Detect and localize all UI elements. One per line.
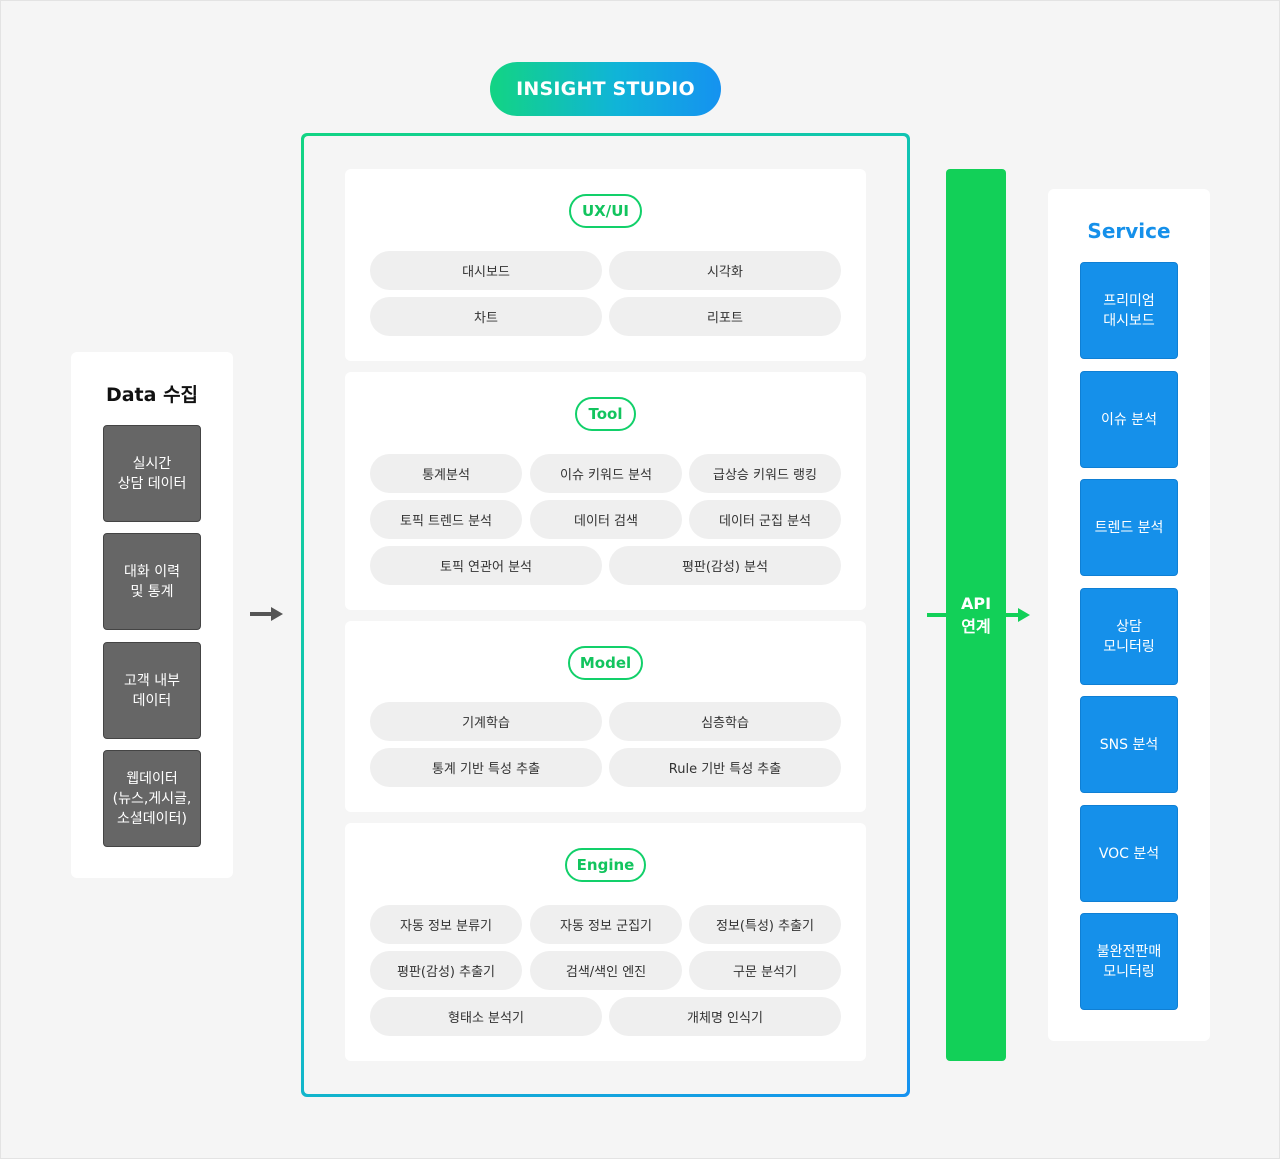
section-title-engine: Engine bbox=[565, 848, 646, 882]
service-consult-monitoring: 상담 모니터링 bbox=[1080, 588, 1178, 685]
section-ux-ui: UX/UI 대시보드 시각화 차트 리포트 bbox=[345, 169, 866, 361]
chip-topic-related: 토픽 연관어 분석 bbox=[370, 546, 602, 585]
chip-morph-analyzer: 형태소 분석기 bbox=[370, 997, 602, 1036]
chip-sentiment: 평판(감성) 분석 bbox=[609, 546, 841, 585]
chip-auto-clusterer: 자동 정보 군집기 bbox=[530, 905, 682, 944]
chip-dashboard: 대시보드 bbox=[370, 251, 602, 290]
chip-issue-keyword: 이슈 키워드 분석 bbox=[530, 454, 682, 493]
data-source-web: 웹데이터 (뉴스,게시글, 소셜데이터) bbox=[103, 750, 201, 847]
service-sns-analysis: SNS 분석 bbox=[1080, 696, 1178, 793]
insight-studio-title: INSIGHT STUDIO bbox=[490, 62, 721, 116]
chip-ner: 개체명 인식기 bbox=[609, 997, 841, 1036]
chip-visualization: 시각화 bbox=[609, 251, 841, 290]
service-voc-analysis: VOC 분석 bbox=[1080, 805, 1178, 902]
chip-report: 리포트 bbox=[609, 297, 841, 336]
service-title: Service bbox=[1087, 219, 1171, 243]
service-premium-dashboard: 프리미엄 대시보드 bbox=[1080, 262, 1178, 359]
section-model: Model 기계학습 심층학습 통계 기반 특성 추출 Rule 기반 특성 추… bbox=[345, 621, 866, 812]
chip-feature-extractor: 정보(특성) 추출기 bbox=[689, 905, 841, 944]
chip-data-cluster: 데이터 군집 분석 bbox=[689, 500, 841, 539]
section-engine: Engine 자동 정보 분류기 자동 정보 군집기 정보(특성) 추출기 평판… bbox=[345, 823, 866, 1061]
section-tool: Tool 통계분석 이슈 키워드 분석 급상승 키워드 랭킹 토픽 트렌드 분석… bbox=[345, 372, 866, 610]
service-panel: Service 프리미엄 대시보드 이슈 분석 트렌드 분석 상담 모니터링 S… bbox=[1048, 189, 1210, 1041]
api-integration-label: API 연계 bbox=[960, 594, 992, 636]
data-source-history: 대화 이력 및 통계 bbox=[103, 533, 201, 630]
chip-machine-learning: 기계학습 bbox=[370, 702, 602, 741]
data-to-studio-arrow bbox=[250, 607, 284, 621]
chip-stat-feature: 통계 기반 특성 추출 bbox=[370, 748, 602, 787]
service-issue-analysis: 이슈 분석 bbox=[1080, 371, 1178, 468]
section-title-tool: Tool bbox=[575, 397, 636, 431]
chip-auto-classifier: 자동 정보 분류기 bbox=[370, 905, 522, 944]
section-title-ux-ui: UX/UI bbox=[569, 194, 642, 228]
data-collection-title: Data 수집 bbox=[105, 384, 199, 406]
chip-stat-analysis: 통계분석 bbox=[370, 454, 522, 493]
section-title-model: Model bbox=[568, 646, 643, 680]
chip-rule-feature: Rule 기반 특성 추출 bbox=[609, 748, 841, 787]
chip-rising-keyword: 급상승 키워드 랭킹 bbox=[689, 454, 841, 493]
service-missale-monitoring: 불완전판매 모니터링 bbox=[1080, 913, 1178, 1010]
data-collection-panel: Data 수집 실시간 상담 데이터 대화 이력 및 통계 고객 내부 데이터 … bbox=[71, 352, 233, 878]
service-trend-analysis: 트렌드 분석 bbox=[1080, 479, 1178, 576]
chip-deep-learning: 심층학습 bbox=[609, 702, 841, 741]
data-source-internal: 고객 내부 데이터 bbox=[103, 642, 201, 739]
data-source-realtime: 실시간 상담 데이터 bbox=[103, 425, 201, 522]
chip-parser: 구문 분석기 bbox=[689, 951, 841, 990]
chip-data-search: 데이터 검색 bbox=[530, 500, 682, 539]
chip-topic-trend: 토픽 트렌드 분석 bbox=[370, 500, 522, 539]
api-integration-bar bbox=[946, 169, 1006, 1061]
chip-chart: 차트 bbox=[370, 297, 602, 336]
chip-sentiment-extractor: 평판(감성) 추출기 bbox=[370, 951, 522, 990]
chip-search-engine: 검색/색인 엔진 bbox=[530, 951, 682, 990]
